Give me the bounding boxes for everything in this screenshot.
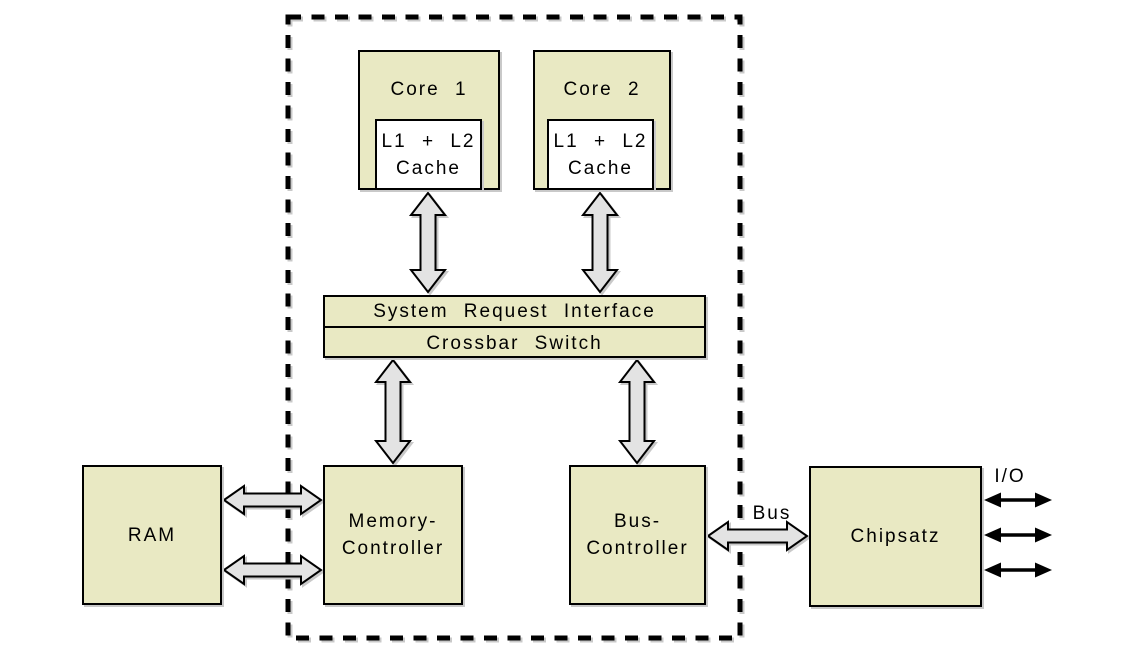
crossbar-label: Crossbar Switch — [426, 332, 603, 354]
arrow-io-3 — [984, 562, 1052, 578]
arrow-io-2 — [984, 527, 1052, 543]
io-edge-label: I/O — [994, 466, 1026, 487]
arrow-ram-memory-controller-lower — [222, 554, 323, 586]
node-bus-controller: Bus- Controller — [569, 465, 706, 605]
node-cache1: L1 + L2 Cache — [375, 119, 482, 190]
node-crossbar-switch: Crossbar Switch — [325, 328, 704, 358]
ram-label: RAM — [127, 524, 177, 546]
bus-controller-line2: Controller — [586, 538, 689, 559]
core1-label: Core 1 — [390, 79, 468, 100]
node-system-request-interface: System Request Interface — [325, 297, 704, 328]
cache2-line1: L1 + L2 — [553, 130, 648, 152]
arrow-ram-memory-controller-upper — [222, 484, 323, 516]
bus-edge-label: Bus — [752, 503, 792, 524]
arrow-crossbar-memory-controller — [373, 358, 413, 465]
node-sri-crossbar: System Request Interface Crossbar Switch — [323, 295, 706, 358]
chipset-label: Chipsatz — [850, 526, 941, 547]
node-memory-controller: Memory- Controller — [323, 465, 463, 605]
node-ram: RAM — [82, 465, 222, 605]
memory-controller-line1: Memory- — [348, 511, 438, 532]
core2-label: Core 2 — [563, 79, 641, 100]
cache1-line2: Cache — [396, 157, 461, 179]
arrow-bus-controller-chipset — [706, 520, 809, 552]
arrow-core2-sri — [580, 191, 620, 294]
memory-controller-line2: Controller — [341, 538, 445, 559]
cache2-line2: Cache — [568, 157, 633, 179]
cache1-line1: L1 + L2 — [381, 130, 476, 152]
node-cache2: L1 + L2 Cache — [547, 119, 654, 190]
arrow-crossbar-bus-controller — [617, 358, 657, 465]
arrow-core1-sri — [408, 191, 448, 294]
bus-controller-line1: Bus- — [613, 511, 662, 532]
sri-label: System Request Interface — [373, 301, 656, 322]
cpu-die-dashed-boundary — [285, 14, 743, 641]
arrow-io-1 — [984, 492, 1052, 508]
node-chipset: Chipsatz — [809, 466, 982, 607]
